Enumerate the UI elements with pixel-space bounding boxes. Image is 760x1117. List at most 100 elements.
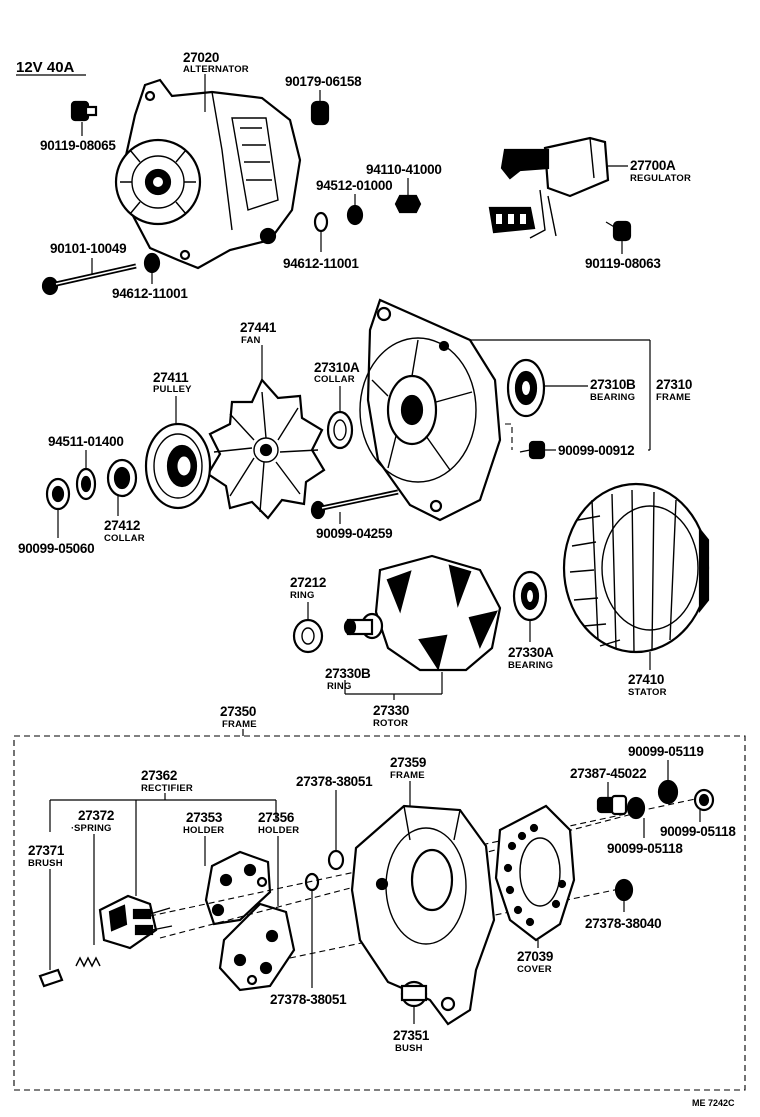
insulator-38051-upper-drawing (327, 849, 345, 871)
svg-text:27310B: 27310B (590, 377, 636, 392)
spring-label: 27372 · SPRING (71, 808, 114, 945)
bolt-90099-04259-drawing (310, 489, 399, 520)
svg-text:BEARING: BEARING (508, 660, 553, 671)
svg-text:90119-08065: 90119-08065 (40, 138, 116, 153)
svg-text:27356: 27356 (258, 810, 295, 825)
svg-text:COLLAR: COLLAR (314, 374, 355, 385)
stator-drawing (562, 482, 710, 654)
collar-27310a-drawing (326, 410, 354, 450)
svg-text:27378-38051: 27378-38051 (270, 992, 347, 1007)
bearing-27310b-label: 27310B BEARING (544, 377, 636, 403)
screw-90099-00912-drawing (505, 423, 546, 460)
brush-label: 27371 BRUSH (28, 843, 65, 970)
holder-27356-label: 27356 HOLDER (258, 810, 299, 906)
collar-27310a-label: 27310A COLLAR (314, 360, 360, 412)
fan-drawing (206, 378, 326, 520)
svg-text:27330B: 27330B (325, 666, 371, 681)
svg-text:94511-01400: 94511-01400 (48, 434, 124, 449)
svg-text:27330: 27330 (373, 703, 409, 718)
collar-27412-label: 27412 COLLAR (104, 496, 145, 544)
svg-text:94512-01000: 94512-01000 (316, 178, 392, 193)
svg-text:90099-05060: 90099-05060 (18, 541, 94, 556)
svg-text:27351: 27351 (393, 1028, 430, 1043)
svg-text:HOLDER: HOLDER (183, 825, 224, 836)
bearing-27330a-label: 27330A BEARING (508, 620, 554, 671)
alternator-drawing (114, 78, 302, 270)
svg-text:FRAME: FRAME (390, 770, 425, 781)
cover-drawing (494, 804, 576, 942)
rotor-drawing (343, 554, 502, 672)
nut-05118-right-label: 90099-05118 (660, 810, 737, 839)
svg-text:BRUSH: BRUSH (28, 858, 63, 869)
screw-90119-08063-label: 90119-08063 (585, 240, 662, 271)
nut-94110-drawing (394, 194, 422, 214)
svg-text:RING: RING (290, 590, 315, 601)
bolt-90101-drawing (41, 263, 137, 296)
nut-05118-right-drawing (693, 788, 715, 812)
nut-05119-label: 90099-05119 (628, 744, 704, 781)
nut-05119-drawing (657, 779, 679, 805)
svg-text:·: · (71, 823, 74, 834)
svg-text:27310: 27310 (656, 377, 692, 392)
svg-text:27330A: 27330A (508, 645, 554, 660)
insulator-45022-label: 27387-45022 (570, 766, 647, 798)
frame-27359-label: 27359 FRAME (390, 755, 426, 806)
brush-drawing (38, 968, 64, 988)
insulator-38040-drawing (626, 796, 646, 820)
svg-text:27212: 27212 (290, 575, 326, 590)
frame-27350-label: 27350 FRAME (220, 704, 257, 736)
screw-90099-00912-label: 90099-00912 (544, 443, 635, 458)
washer-94612-upper-drawing (313, 211, 329, 233)
svg-text:27310A: 27310A (314, 360, 360, 375)
ring-27330b-label: 27330B RING (325, 666, 371, 692)
bearing-27310b-drawing (506, 358, 546, 418)
washer-94612-lower-label: 94612-11001 (112, 272, 189, 301)
holder-27356-drawing (218, 902, 296, 992)
svg-text:27700A: 27700A (630, 158, 676, 173)
nut-05118-lower-drawing (614, 878, 634, 902)
svg-text:ROTOR: ROTOR (373, 718, 408, 729)
nut-90099-05060-label: 90099-05060 (18, 509, 95, 556)
svg-text:94612-11001: 94612-11001 (283, 256, 359, 271)
frame-27350-boundary (13, 735, 746, 1091)
svg-text:27359: 27359 (390, 755, 426, 770)
svg-text:ALTERNATOR: ALTERNATOR (183, 64, 249, 75)
svg-text:27039: 27039 (517, 949, 553, 964)
bolt-90101-label: 90101-10049 (50, 241, 127, 274)
svg-text:SPRING: SPRING (74, 823, 112, 834)
svg-text:90119-08063: 90119-08063 (585, 256, 661, 271)
nut-05118-lower-label: 27378-38040 (585, 900, 662, 931)
svg-text:STATOR: STATOR (628, 687, 667, 698)
svg-text:90099-05118: 90099-05118 (660, 824, 736, 839)
svg-text:FRAME: FRAME (222, 719, 257, 730)
pulley-drawing (144, 422, 212, 510)
svg-text:27378-38051: 27378-38051 (296, 774, 373, 789)
svg-text:COLLAR: COLLAR (104, 533, 145, 544)
svg-text:27362: 27362 (141, 768, 177, 783)
nut-90179-label: 90179-06158 (285, 74, 362, 102)
svg-text:27411: 27411 (153, 370, 189, 385)
svg-text:90099-05118: 90099-05118 (607, 841, 683, 856)
washer-94512-drawing (346, 204, 364, 226)
svg-text:BUSH: BUSH (395, 1043, 423, 1054)
svg-text:BEARING: BEARING (590, 392, 635, 403)
nut-90099-05060-drawing (45, 477, 71, 511)
washer-94511-drawing (75, 467, 97, 501)
svg-text:27371: 27371 (28, 843, 65, 858)
svg-text:90099-05119: 90099-05119 (628, 744, 704, 759)
svg-text:27412: 27412 (104, 518, 140, 533)
rotor-label: 27330 ROTOR (344, 672, 443, 729)
regulator-label: 27700A REGULATOR (608, 158, 691, 184)
svg-text:FRAME: FRAME (656, 392, 691, 403)
svg-text:94110-41000: 94110-41000 (366, 162, 442, 177)
svg-text:REGULATOR: REGULATOR (630, 173, 691, 184)
washer-94512-label: 94512-01000 (316, 178, 393, 206)
svg-text:27387-45022: 27387-45022 (570, 766, 646, 781)
frame-27310-drawing (359, 298, 502, 522)
cover-label: 27039 COVER (517, 940, 553, 975)
svg-text:90101-10049: 90101-10049 (50, 241, 126, 256)
bearing-27330a-drawing (512, 570, 548, 622)
svg-text:RING: RING (327, 681, 352, 692)
svg-text:90179-06158: 90179-06158 (285, 74, 362, 89)
